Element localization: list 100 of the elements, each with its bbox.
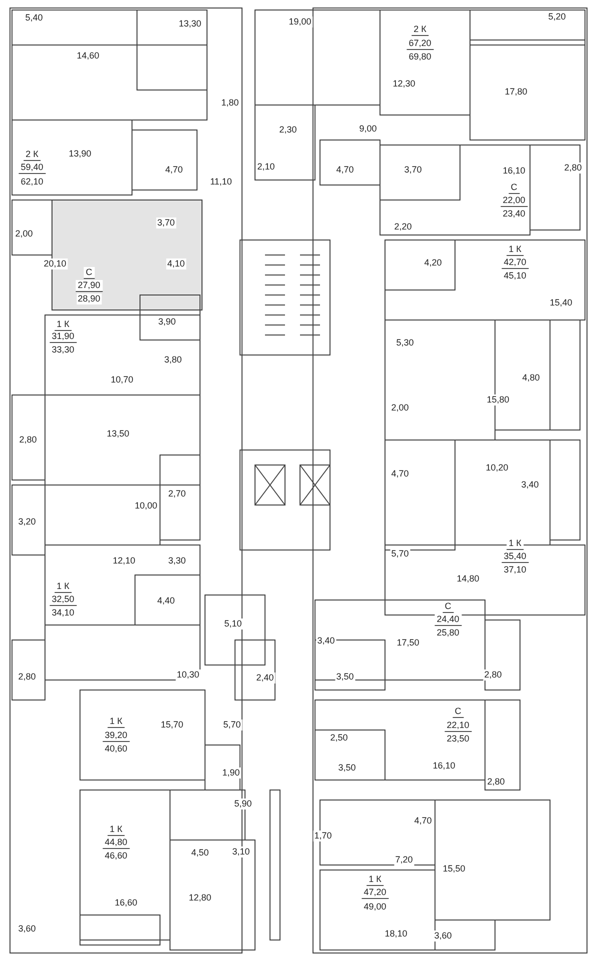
living-area-label: 47,20: [362, 887, 388, 899]
room-area-label: 16,10: [432, 760, 456, 772]
room-area-label: 10,70: [110, 374, 134, 386]
living-area-label: 59,40: [18, 162, 46, 174]
room-area-label: 5,10: [223, 618, 243, 630]
room-area-label: 14,60: [76, 50, 100, 62]
room-area-label: 18,10: [384, 928, 408, 940]
room-area-label: 17,80: [504, 86, 528, 98]
total-area-label: 23,40: [502, 208, 526, 220]
room-area-label: 2,30: [278, 124, 298, 136]
living-area-label: 32,50: [50, 594, 76, 606]
room-area-label: 5,40: [24, 12, 44, 24]
room-area-label: 15,70: [160, 720, 184, 730]
room-area-label: 9,00: [358, 124, 378, 134]
room-area-label: 4,70: [164, 164, 184, 176]
room-area-label: 3,20: [17, 516, 37, 528]
room-area-label: 15,80: [486, 394, 510, 406]
living-area-label: 35,40: [502, 551, 528, 563]
room-area-label: 16,10: [502, 166, 526, 176]
room-area-label: 12,10: [112, 556, 136, 566]
room-area-label: 4,10: [166, 258, 186, 270]
room-area-label: 2,50: [329, 732, 349, 744]
apartment-type-label: 1 К: [506, 538, 524, 550]
room-area-label: 5,20: [547, 12, 567, 22]
living-area-label: 22,00: [500, 195, 528, 207]
room-area-label: 3,40: [520, 480, 540, 490]
apartment-type-label: С: [452, 706, 464, 718]
room-area-label: 11,10: [209, 176, 233, 188]
room-area-label: 2,00: [390, 402, 410, 414]
room-area-label: 2,80: [563, 162, 583, 174]
living-area-label: 27,90: [76, 280, 102, 292]
living-area-label: 44,80: [102, 837, 130, 849]
room-area-label: 3,50: [335, 672, 355, 682]
apartment-type-label: С: [442, 601, 454, 613]
total-area-label: 49,00: [362, 902, 388, 912]
total-area-label: 46,60: [104, 850, 128, 862]
room-area-label: 4,20: [423, 258, 443, 268]
room-area-label: 15,40: [548, 298, 574, 308]
total-area-label: 28,90: [76, 294, 102, 304]
room-area-label: 3,90: [157, 316, 177, 328]
room-area-label: 2,80: [17, 672, 37, 682]
room-area-label: 4,40: [156, 596, 176, 606]
room-area-label: 17,50: [396, 638, 420, 648]
room-area-label: 7,20: [394, 854, 414, 866]
living-area-label: 67,20: [406, 38, 434, 50]
room-area-label: 3,10: [231, 846, 251, 858]
room-area-label: 5,30: [395, 338, 415, 348]
living-area-label: 31,90: [50, 331, 76, 343]
room-area-label: 2,10: [256, 162, 276, 172]
room-area-label: 13,30: [178, 18, 202, 30]
apartment-type-label: 1 К: [54, 581, 72, 593]
apartment-type-label: С: [84, 267, 94, 279]
room-area-label: 2,00: [14, 228, 34, 240]
living-area-label: 39,20: [102, 730, 130, 742]
total-area-label: 45,10: [502, 270, 528, 282]
room-area-label: 4,80: [521, 372, 541, 384]
room-area-label: 2,20: [393, 222, 413, 232]
room-area-label: 5,90: [233, 798, 253, 810]
room-area-label: 16,60: [114, 898, 138, 908]
room-area-label: 4,70: [335, 164, 355, 176]
living-area-label: 22,10: [444, 720, 472, 732]
total-area-label: 62,10: [20, 176, 44, 188]
room-area-label: 12,80: [188, 892, 212, 904]
room-area-label: 5,70: [390, 548, 410, 560]
room-area-label: 3,60: [17, 924, 37, 934]
room-area-label: 2,70: [167, 488, 187, 500]
room-area-label: 4,70: [413, 816, 433, 826]
total-area-label: 25,80: [436, 628, 460, 638]
room-area-label: 4,70: [390, 468, 410, 480]
room-area-label: 3,40: [316, 636, 336, 646]
room-area-label: 13,50: [106, 428, 130, 440]
total-area-label: 37,10: [502, 564, 528, 576]
total-area-label: 33,30: [50, 344, 76, 356]
apartment-type-label: 1 К: [108, 824, 124, 836]
total-area-label: 40,60: [104, 744, 128, 754]
room-area-label: 3,70: [403, 164, 423, 176]
room-area-label: 5,70: [222, 720, 242, 730]
room-area-label: 13,90: [68, 148, 92, 160]
apartment-type-label: 2 К: [412, 24, 428, 36]
room-area-label: 2,80: [486, 776, 506, 788]
room-area-label: 3,70: [156, 218, 176, 228]
apartment-type-label: 1 К: [54, 319, 72, 331]
living-area-label: 42,70: [502, 257, 528, 269]
room-area-label: 3,80: [163, 354, 183, 366]
room-area-label: 3,30: [167, 556, 187, 566]
room-area-label: 3,50: [337, 762, 357, 774]
apartment-type-label: 1 К: [366, 874, 384, 886]
apartment-type-label: С: [508, 182, 520, 194]
room-area-label: 14,80: [456, 574, 480, 584]
room-area-label: 10,30: [176, 670, 200, 680]
total-area-label: 23,50: [446, 734, 470, 744]
total-area-label: 69,80: [408, 52, 432, 62]
apartment-type-label: 2 К: [24, 149, 40, 161]
room-area-label: 3,60: [433, 930, 453, 942]
room-area-label: 20,10: [42, 258, 68, 270]
room-area-label: 10,20: [484, 462, 510, 474]
room-area-label: 15,50: [442, 864, 466, 874]
room-area-label: 1,70: [313, 830, 333, 842]
room-area-label: 1,80: [220, 98, 240, 108]
room-area-label: 10,00: [134, 500, 158, 512]
